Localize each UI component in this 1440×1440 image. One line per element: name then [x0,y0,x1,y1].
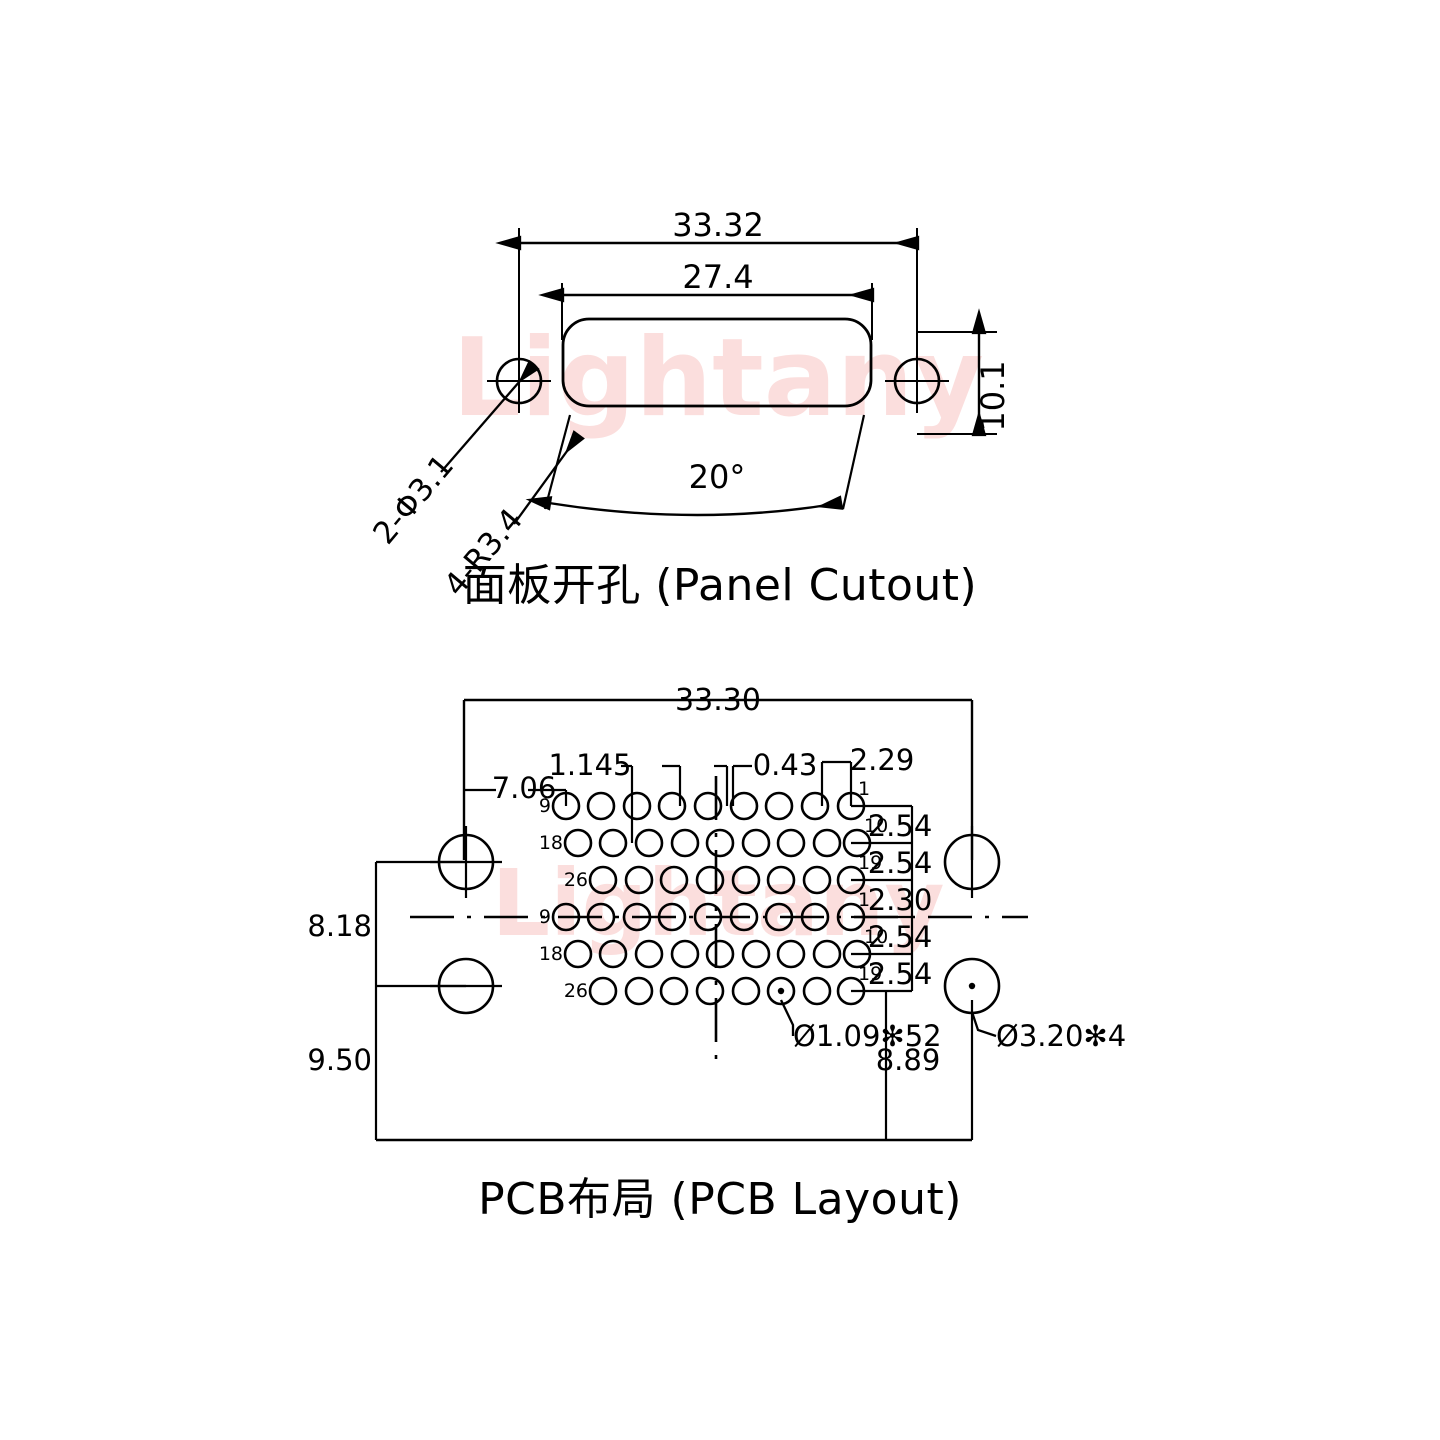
row-label-left-1: 9 [539,795,551,817]
label-043: 0.43 [753,748,818,782]
dim-cutout-width-274 [538,283,875,340]
angle-ext-left [543,414,572,510]
label-706: 7.06 [492,771,557,805]
label-3332: 33.32 [672,206,764,244]
label-2-phi31: 2-Φ3.1 [366,448,461,551]
row-label-right-6: 19 [858,963,882,985]
callout-leader-pin-hole [779,999,795,1036]
angle-ext-right [841,414,866,510]
row-label-right-1: 1 [858,778,870,800]
panel-mount-hole-right [885,349,949,413]
label-950: 9.50 [307,1043,372,1077]
pcb-mount-hole-top-right [943,826,1001,898]
pcb-mount-hole-bottom-left [430,957,502,1015]
pcb-pin-row-1 [551,791,866,821]
dim-cutout-height-101 [917,308,997,437]
row-label-left-5: 18 [539,943,563,965]
row-label-right-4: 1 [858,889,870,911]
label-1145: 1.145 [548,748,631,782]
dim-overall-width-3332 [495,228,920,350]
row-label-left-4: 9 [539,906,551,928]
panel-cutout-caption: 面板开孔 (Panel Cutout) [462,560,978,611]
pcb-pin-row-5 [563,939,872,969]
watermark-panel: Lightany [452,316,984,441]
label-row-gap-4: 2.54 [868,920,933,954]
pcb-pin-row-6 [588,976,866,1006]
label-row-gap-2: 2.54 [868,846,933,880]
callout-mount-hole: Ø3.20✻4 [996,1019,1126,1053]
row-label-left-2: 18 [539,832,563,854]
watermark-text-panel: Lightany [452,316,984,441]
callout-leader-mount-hole [970,1011,997,1038]
label-229: 2.29 [850,743,915,777]
panel-cutout-outline [561,317,873,408]
label-angle-20deg: 20° [689,458,746,496]
pcb-top-leaders [621,760,853,843]
angle-arc-20deg [525,495,844,517]
row-label-left-3: 26 [564,869,588,891]
pcb-layout-caption: PCB布局 (PCB Layout) [478,1174,962,1225]
pcb-pin-row-3 [588,865,866,895]
label-3330: 33.30 [675,683,761,718]
pcb-layout-view [374,698,1028,1142]
label-818: 8.18 [307,909,372,943]
panel-cutout-view [440,228,997,525]
pcb-mount-hole-top-left [430,826,502,898]
leader-2-phi31 [440,359,540,473]
label-row-gap-3: 2.30 [868,883,933,917]
label-889: 8.89 [876,1043,941,1077]
label-row-gap-1: 2.54 [868,809,933,843]
pcb-pin-row-4 [551,902,866,932]
pcb-pin-row-2 [563,828,872,858]
label-row-gap-5: 2.54 [868,957,933,991]
row-label-right-2: 10 [864,815,888,837]
label-101: 10.1 [974,360,1012,431]
callout-pin-hole: Ø1.09✻52 [793,1019,942,1053]
leader-4-r34 [513,430,585,525]
pcb-mount-holes [430,826,1001,1015]
row-label-right-3: 19 [858,852,882,874]
label-274: 27.4 [682,258,753,296]
row-label-right-5: 10 [864,926,888,948]
pin-hole-marked [777,987,785,995]
row-label-left-6: 26 [564,980,588,1002]
